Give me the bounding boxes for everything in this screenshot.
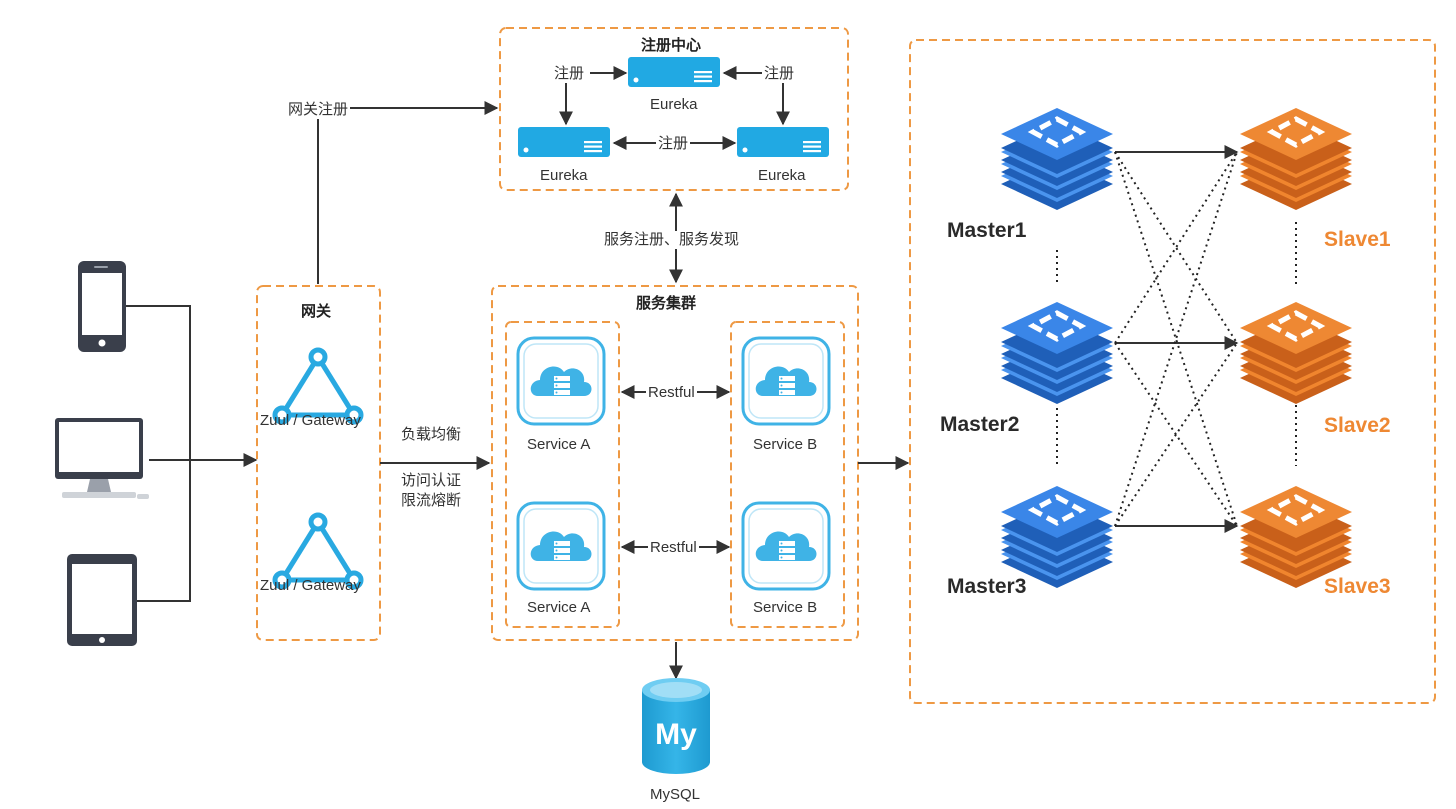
eureka-server-icon-top [628,57,720,87]
slave-label-1: Slave1 [1324,228,1391,251]
redis-slave-icon-2 [1240,302,1352,404]
gateway-register-label: 网关注册 [286,101,351,119]
redis-slave-icon-3 [1240,486,1352,588]
eureka-label-right: Eureka [758,167,806,184]
master-label-3: Master3 [947,575,1027,598]
eureka-server-icon-right [737,127,829,157]
eureka-label-left: Eureka [540,167,588,184]
redis-master-icon-1 [1001,108,1113,210]
cloud-service-icon-b1 [741,336,831,426]
slave-label-3: Slave3 [1324,575,1391,598]
service-label-b1: Service B [753,436,818,453]
service-label-a2: Service A [527,599,591,616]
master-label-2: Master2 [940,413,1020,436]
register-label-bottom: 注册 [656,135,691,153]
feature-rate-limit: 限流熔断 [401,492,462,509]
registry-box [499,27,849,191]
redis-master-icon-2 [1001,302,1113,404]
redis-slave-icon-1 [1240,108,1352,210]
gateway-title: 网关 [301,303,332,320]
desktop-icon [55,418,149,499]
cluster-title: 服务集群 [636,295,697,312]
registry-title: 注册中心 [641,37,702,54]
cloud-service-icon-a1 [516,336,606,426]
mysql-icon: My [642,678,710,774]
mysql-label: MySQL [650,786,701,803]
service-label-a1: Service A [527,436,591,453]
eureka-label-top: Eureka [650,96,698,113]
service-label-b2: Service B [753,599,818,616]
register-label-left: 注册 [552,65,587,83]
redis-master-icon-3 [1001,486,1113,588]
phone-icon [78,261,126,352]
restful-label-2: Restful [648,539,699,557]
cross-replication-lines [1114,151,1238,527]
feature-auth: 访问认证 [401,472,462,489]
cloud-service-icon-a2 [516,501,606,591]
restful-label-1: Restful [646,384,697,402]
master-label-1: Master1 [947,219,1027,242]
slave-label-2: Slave2 [1324,414,1391,437]
client-bus-line [126,305,191,602]
mysql-logo-text: My [655,718,697,751]
gateway-node-label-1: Zuul / Gateway [260,412,361,429]
cloud-service-icon-b2 [741,501,831,591]
feature-load-balance: 负载均衡 [401,426,462,443]
eureka-server-icon-left [518,127,610,157]
service-discovery-label: 服务注册、服务发现 [602,231,742,249]
tablet-icon [67,554,137,646]
gateway-node-label-2: Zuul / Gateway [260,577,361,594]
redis-box [909,39,1436,704]
register-label-right: 注册 [762,65,797,83]
gateway-register-arrow [317,101,499,284]
